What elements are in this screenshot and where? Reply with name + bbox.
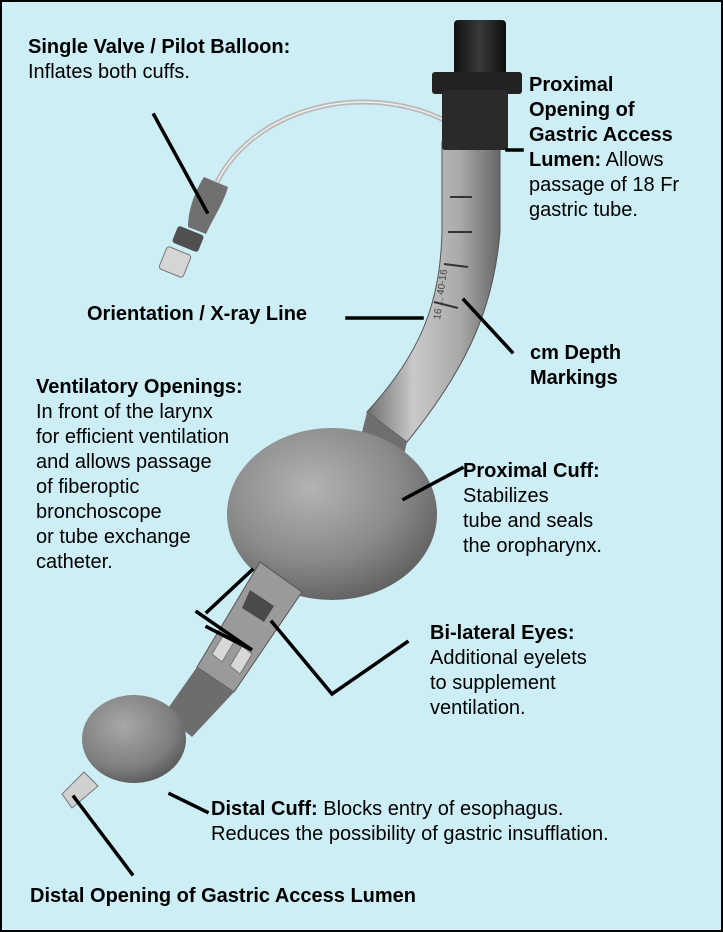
label-proximal-cuff: Proximal Cuff: Stabilizes tube and seals… [463, 459, 602, 559]
proximal-opening-desc-2: gastric tube. [529, 198, 679, 223]
bilateral-eyes-desc-3: ventilation. [430, 696, 587, 721]
proximal-opening-title-3: Gastric Access [529, 123, 679, 148]
distal-cuff [82, 695, 186, 783]
pilot-balloon [158, 177, 228, 278]
distal-cuff-desc-inline: Blocks entry of esophagus. [323, 798, 563, 820]
proximal-cuff-title: Proximal Cuff: [463, 459, 602, 484]
proximal-opening-desc-inline: Allows [606, 149, 664, 171]
ventilatory-openings-desc-6: or tube exchange [36, 525, 243, 550]
distal-cuff-title: Distal Cuff: [211, 798, 318, 820]
label-distal-cuff: Distal Cuff: Blocks entry of esophagus. … [211, 797, 609, 847]
airway-segment [197, 562, 302, 692]
ventilatory-openings-desc-3: and allows passage [36, 450, 243, 475]
label-ventilatory-openings: Ventilatory Openings: In front of the la… [36, 375, 243, 575]
ventilatory-openings-desc-4: of fiberoptic [36, 475, 243, 500]
distal-cuff-desc-2: Reduces the possibility of gastric insuf… [211, 822, 609, 847]
ventilatory-openings-desc-7: catheter. [36, 550, 243, 575]
label-distal-opening: Distal Opening of Gastric Access Lumen [30, 884, 416, 909]
label-single-valve: Single Valve / Pilot Balloon: Inflates b… [28, 35, 290, 85]
ventilatory-openings-title: Ventilatory Openings: [36, 375, 243, 400]
proximal-cuff-desc-2: tube and seals [463, 509, 602, 534]
proximal-cuff-desc-3: the oropharynx. [463, 534, 602, 559]
proximal-opening-title-tail: Lumen: [529, 149, 601, 171]
proximal-opening-title-1: Proximal [529, 73, 679, 98]
label-proximal-opening: Proximal Opening of Gastric Access Lumen… [529, 73, 679, 223]
pilot-line [217, 102, 457, 182]
connector-cap [432, 20, 522, 150]
cm-depth-title-2: Markings [530, 366, 621, 391]
label-cm-depth: cm Depth Markings [530, 341, 621, 391]
cm-depth-title-1: cm Depth [530, 341, 621, 366]
proximal-opening-title-2: Opening of [529, 98, 679, 123]
ventilatory-openings-desc-2: for efficient ventilation [36, 425, 243, 450]
proximal-cuff-desc-1: Stabilizes [463, 484, 602, 509]
bilateral-eyes-title: Bi-lateral Eyes: [430, 621, 587, 646]
ventilatory-openings-desc-5: bronchoscope [36, 500, 243, 525]
bilateral-eyes-desc-2: to supplement [430, 671, 587, 696]
single-valve-desc: Inflates both cuffs. [28, 60, 290, 85]
bilateral-eyes-desc-1: Additional eyelets [430, 646, 587, 671]
single-valve-title: Single Valve / Pilot Balloon: [28, 35, 290, 60]
main-tube: 16 ... 40-16 [367, 142, 500, 442]
proximal-opening-desc-1: passage of 18 Fr [529, 173, 679, 198]
ventilatory-openings-desc-1: In front of the larynx [36, 400, 243, 425]
label-orientation-line: Orientation / X-ray Line [87, 302, 307, 327]
label-bilateral-eyes: Bi-lateral Eyes: Additional eyelets to s… [430, 621, 587, 721]
